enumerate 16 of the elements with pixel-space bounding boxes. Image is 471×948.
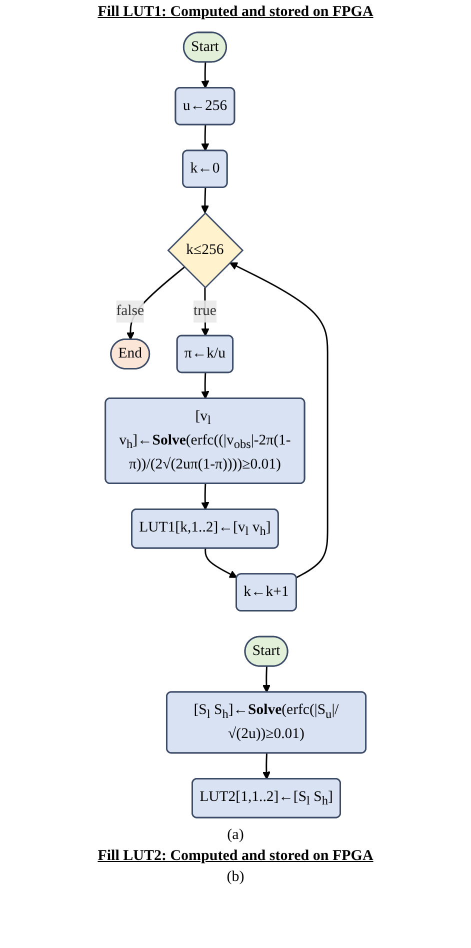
- arrow: [229, 262, 328, 578]
- edge-label: true: [193, 303, 216, 319]
- panel-caption: (b): [226, 868, 246, 886]
- arrow: [201, 484, 210, 510]
- edge-label: false: [116, 303, 144, 319]
- arrow: [201, 125, 210, 152]
- arrow: [201, 372, 210, 400]
- arrow: [201, 62, 210, 89]
- arrow: [262, 666, 270, 693]
- heading: Fill LUT2: Computed and stored on FPGA: [96, 848, 374, 865]
- heading: Fill LUT1: Computed and stored on FPGA: [96, 4, 374, 21]
- node-diamond: k≤256: [167, 212, 244, 289]
- arrow: [204, 548, 238, 578]
- arrow: [200, 188, 209, 214]
- panel-caption: (a): [226, 826, 245, 844]
- arrow: [262, 753, 270, 780]
